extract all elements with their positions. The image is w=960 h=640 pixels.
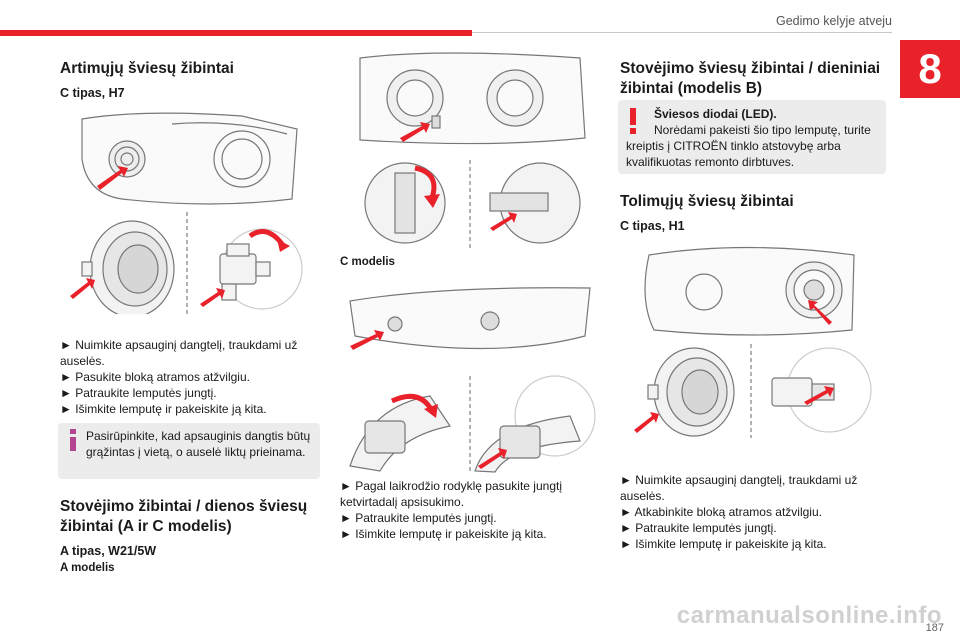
step-text: ► Nuimkite apsauginį dangtelį, traukdami…	[620, 473, 858, 503]
warning-icon	[630, 108, 636, 134]
info-note: Pasirūpinkite, kad apsauginis dangtis bū…	[58, 423, 320, 479]
arrow-icon	[350, 330, 384, 350]
arrow-icon	[808, 300, 832, 325]
header-accent-bar	[0, 30, 472, 36]
high-beam-steps: ► Nuimkite apsauginį dangtelį, traukdami…	[620, 472, 882, 552]
section-title: Gedimo kelyje atveju	[775, 14, 892, 28]
high-beam-type-label: C tipas, H1	[620, 219, 685, 233]
model-c-illustration	[349, 287, 596, 473]
parking-lamps-heading: Stovėjimo žibintai / dienos šviesų žibin…	[60, 498, 308, 535]
low-beam-type-label: C tipas, H7	[60, 86, 125, 100]
arrow-icon	[478, 448, 507, 469]
step-text: ► Patraukite lemputės jungtį.	[60, 386, 217, 400]
arrow-icon	[490, 212, 517, 231]
step-text: ► Išimkite lemputę ir pakeiskite ją kita…	[620, 537, 827, 551]
warning-title: Šviesos diodai (LED).	[654, 107, 777, 121]
step-text: ► Pagal laikrodžio rodyklę pasukite jung…	[340, 479, 562, 509]
warning-note: Šviesos diodai (LED). Norėdami pakeisti …	[618, 100, 886, 174]
page-number: 187	[925, 622, 944, 634]
step-text: ► Nuimkite apsauginį dangtelį, traukdami…	[60, 338, 298, 368]
header-rule	[472, 32, 892, 33]
low-beam-steps: ► Nuimkite apsauginį dangtelį, traukdami…	[60, 337, 320, 417]
step-text: ► Patraukite lemputės jungtį.	[340, 511, 497, 525]
arrow-icon	[97, 166, 128, 190]
model-c-label: C modelis	[340, 256, 395, 268]
high-beam-heading: Tolimųjų šviesų žibintai	[620, 193, 794, 210]
arrow-icon	[200, 288, 225, 307]
high-beam-illustration	[634, 246, 872, 438]
arrow-icon	[400, 122, 430, 142]
arrow-icon	[634, 412, 659, 433]
step-text: ► Pasukite bloką atramos atžvilgiu.	[60, 370, 250, 384]
step-text: ► Išimkite lemputę ir pakeiskite ją kita…	[340, 527, 547, 541]
watermark: carmanualsonline.info	[676, 602, 942, 629]
parking-type-label: A tipas, W21/5W	[60, 544, 157, 558]
daytime-lamps-heading: Stovėjimo šviesų žibintai / dieniniai ži…	[620, 60, 881, 97]
step-text: ► Išimkite lemputę ir pakeiskite ją kita…	[60, 402, 267, 416]
arrow-icon	[70, 278, 95, 299]
model-a-label: A modelis	[60, 562, 115, 574]
chapter-number-badge: 8	[900, 40, 960, 98]
arrow-icon	[804, 386, 834, 405]
info-icon	[70, 429, 76, 451]
warning-text: Norėdami pakeisti šio tipo lemputę, turi…	[626, 123, 871, 169]
low-beam-heading: Artimųjų šviesų žibintai	[60, 60, 234, 77]
model-a-illustration	[359, 52, 586, 248]
low-beam-illustration	[70, 112, 303, 314]
step-text: ► Atkabinkite bloką atramos atžvilgiu.	[620, 505, 822, 519]
step-text: ► Patraukite lemputės jungtį.	[620, 521, 777, 535]
model-c-steps: ► Pagal laikrodžio rodyklę pasukite jung…	[340, 478, 602, 542]
info-note-text: Pasirūpinkite, kad apsauginis dangtis bū…	[86, 429, 311, 459]
